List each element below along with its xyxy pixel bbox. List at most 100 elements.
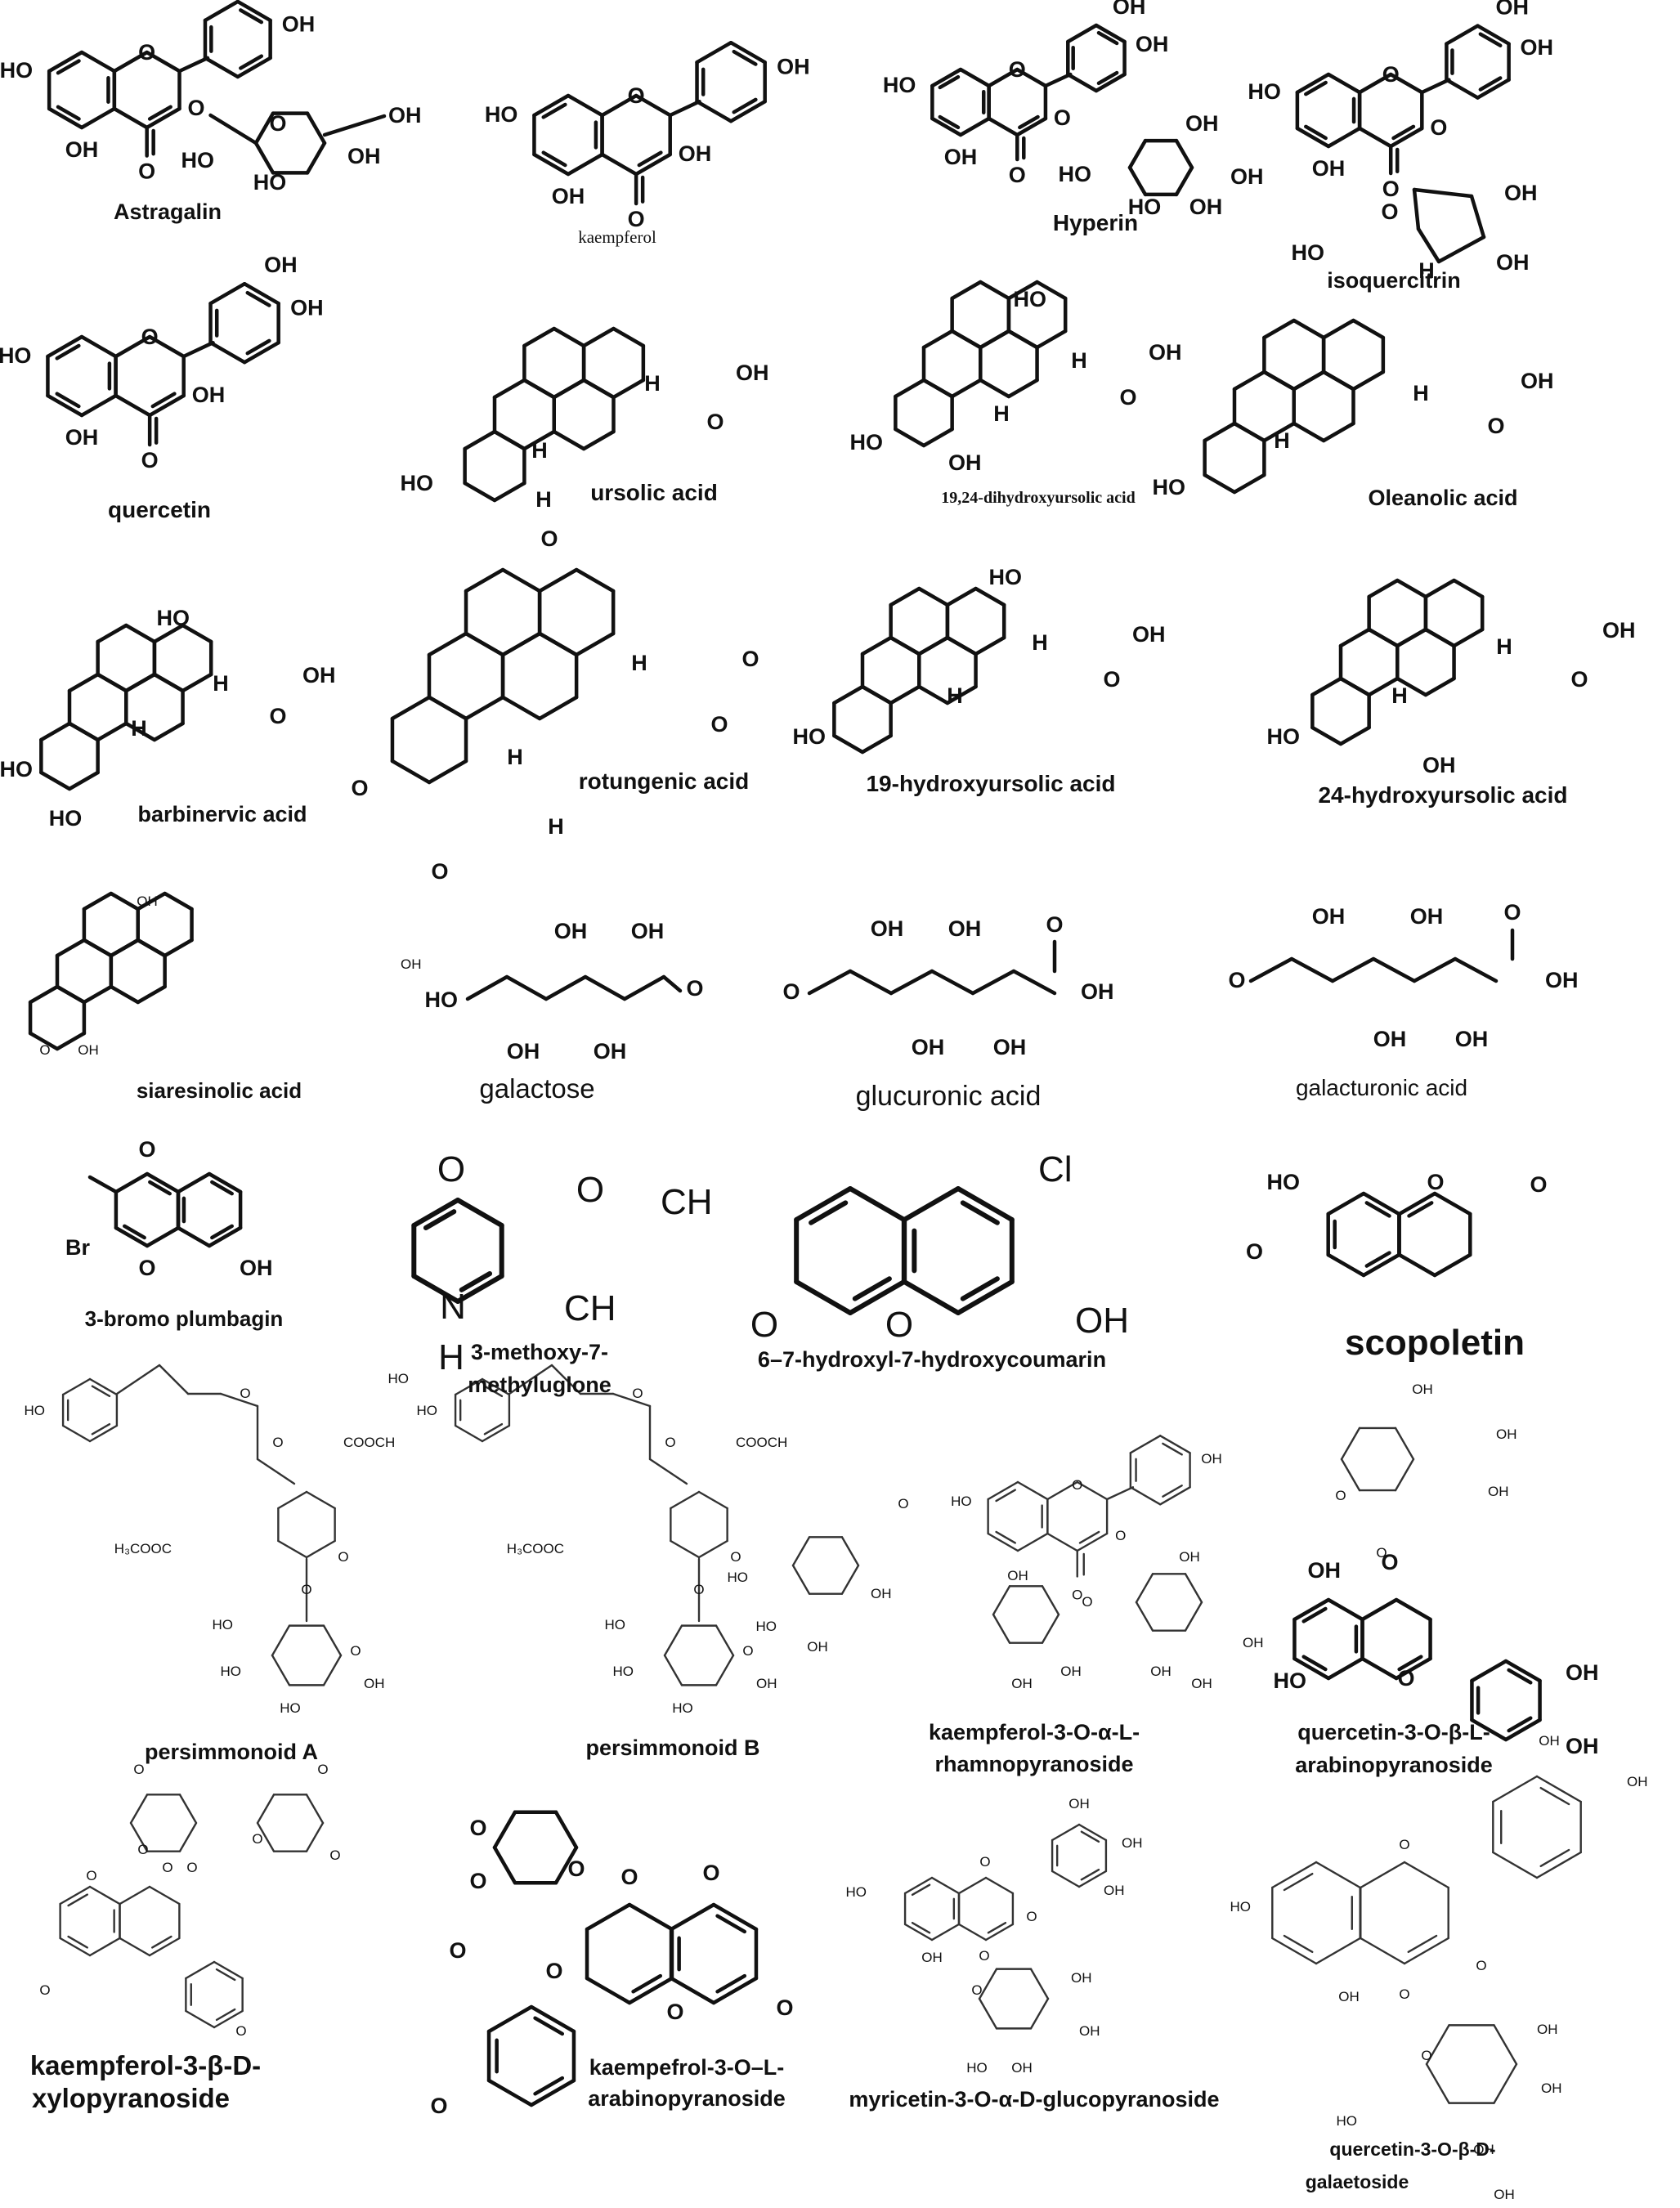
- oleanolic-ring-2: [1262, 318, 1296, 340]
- ring-oxygen: O: [1397, 1666, 1414, 1691]
- hydrogen-label: H: [1274, 428, 1290, 453]
- rotungenic-ring-4: [574, 631, 616, 657]
- chain-bond: [1412, 956, 1458, 983]
- ring-oxygen: O: [350, 1643, 361, 1659]
- benzene-ring: [207, 1225, 243, 1248]
- label-kaemp-rha-2: rhamnopyranoside: [934, 1752, 1133, 1776]
- c3-substituent: O: [1115, 1528, 1126, 1543]
- ring-oxygen: O: [567, 1856, 585, 1881]
- hydroxyl-label: HO: [883, 73, 916, 97]
- double-bond: [732, 97, 758, 114]
- double-bond: [1080, 1868, 1100, 1881]
- c-ring-bond: [1394, 1597, 1432, 1622]
- hu19-ring-1: [889, 684, 921, 705]
- carbonyl-oxygen: O: [141, 448, 159, 473]
- hydroxyl-label: HO: [605, 1617, 626, 1632]
- label-quercetin: quercetin: [108, 497, 211, 522]
- 24hu-ring-3: [1396, 676, 1428, 697]
- ursolic-ring-4: [581, 326, 616, 348]
- hu19-ring-1: [860, 635, 893, 656]
- hydroxyl-label: OH: [78, 1042, 99, 1058]
- hydroxyl-label: HO: [672, 1700, 693, 1716]
- sugar-ring: [992, 1613, 1011, 1644]
- double-bond: [245, 290, 271, 307]
- hydroxyl-label: OH: [302, 663, 336, 687]
- carbonyl-oxygen: O: [138, 159, 155, 184]
- double-bond: [1301, 1606, 1328, 1624]
- double-bond: [637, 150, 663, 168]
- oxygen-label: O: [540, 526, 558, 551]
- b-ring-bond: [1077, 1823, 1108, 1842]
- hydroxyl-label: OH: [1136, 32, 1169, 56]
- benzene-ring: [1326, 1252, 1366, 1278]
- oleanolic-ring-0: [1203, 473, 1237, 495]
- carbonyl-oxygen: O: [1103, 667, 1120, 692]
- lactone-ring: [848, 1186, 907, 1222]
- dhu-ring-0: [921, 427, 954, 448]
- a-ring-bond: [59, 1885, 92, 1906]
- xylose-ring: [305, 1821, 325, 1852]
- a-ring-bond: [1271, 1861, 1318, 1889]
- hydroxyl-label: OH: [1545, 968, 1579, 992]
- b-ring-bond: [242, 340, 280, 365]
- carbonyl-oxygen: O: [1072, 1588, 1082, 1603]
- double-bond: [147, 105, 172, 121]
- hydroxyl-label: OH: [264, 253, 298, 277]
- methyl-bond: [87, 1175, 119, 1194]
- glycosidic-bond: [208, 113, 258, 146]
- label-kaemp-xyl-1: kaempferol-3-β-D-: [30, 2050, 261, 2080]
- persB-chain: [508, 1364, 553, 1395]
- hydroxyl-label: HO: [1292, 240, 1325, 265]
- furanose-bond: [1416, 226, 1441, 264]
- b-ring-bond: [203, 56, 240, 79]
- ring-oxygen: O: [1072, 1477, 1082, 1493]
- furanose-bond: [1469, 194, 1486, 240]
- pyridone-ring: [455, 1274, 504, 1304]
- 24hu-ring-4: [1452, 578, 1485, 599]
- lactone-ring: [1397, 1252, 1437, 1278]
- methoxy-oxygen: O: [576, 1170, 604, 1210]
- double-bond: [960, 1276, 1000, 1301]
- double-bond: [1078, 1530, 1100, 1544]
- 24hu-ring-2: [1396, 578, 1428, 599]
- hydroxyl-label: HO: [213, 1617, 234, 1632]
- hydroxyl-oxygen: O: [39, 1982, 50, 1998]
- ester-oxygen: O: [632, 1386, 643, 1401]
- b-ring-bond: [695, 40, 733, 65]
- persA-chain: [115, 1364, 161, 1395]
- sugar-ring: [253, 141, 276, 175]
- a-ring-bond: [669, 1976, 716, 2005]
- hydrogen-label: H: [438, 1337, 464, 1377]
- hydroxyl-label: OH: [1521, 369, 1554, 393]
- hydroxyl-label: OH: [1455, 1027, 1489, 1051]
- benzene-ring: [956, 1279, 1015, 1315]
- double-bond: [215, 1968, 236, 1982]
- hydroxyl-label: OH: [1243, 1635, 1264, 1650]
- b-ring-bond: [1066, 72, 1099, 93]
- carbonyl-oxygen: O: [272, 1435, 283, 1450]
- hydroxyl-label: OH: [1007, 1568, 1028, 1583]
- persA-chain: [158, 1364, 190, 1395]
- quinone-ring: [145, 1171, 181, 1194]
- galactose-ring: [1425, 2024, 1450, 2066]
- glycosidic-oxygen: O: [1026, 1909, 1037, 1924]
- double-bond: [1364, 1251, 1391, 1268]
- carbonyl-oxygen: O: [1009, 163, 1026, 187]
- label-24-hydroxyursolic: 24-hydroxyursolic acid: [1318, 782, 1567, 808]
- carbonyl-oxygen: O: [1399, 1986, 1409, 2002]
- ring-oxygen: O: [1427, 1170, 1444, 1194]
- carbonyl-oxygen: O: [628, 207, 645, 231]
- a-ring-bond: [711, 1902, 759, 1932]
- 24hu-ring-3: [1423, 676, 1456, 697]
- oleanolic-ring-0: [1203, 421, 1237, 443]
- a-ring-bond: [1292, 1597, 1331, 1622]
- barbinervic-ring-3: [152, 721, 185, 742]
- hydroxyl-label: OH: [282, 12, 316, 37]
- hydroxyl-label: OH: [1075, 1301, 1129, 1341]
- persB-phenol: [481, 1424, 511, 1443]
- hydroxyl-label: HO: [388, 1371, 410, 1386]
- ring-oxygen: O: [141, 325, 159, 349]
- a-ring-bond: [59, 1937, 92, 1957]
- c-ring-bond: [600, 93, 638, 118]
